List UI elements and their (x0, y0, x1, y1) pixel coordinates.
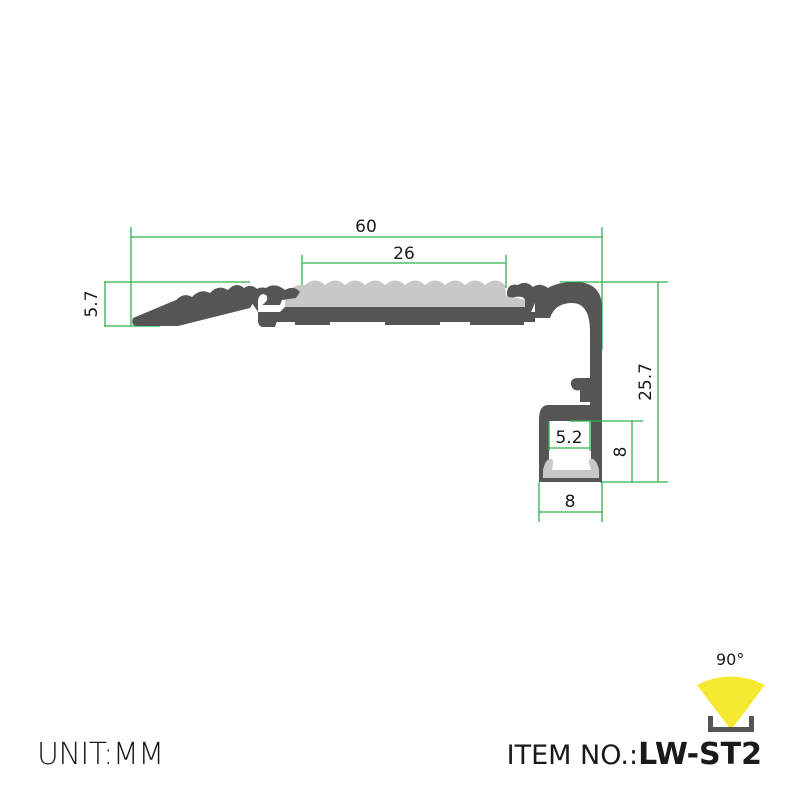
beam-angle-icon (697, 676, 765, 732)
item-code: LW-ST2 (638, 737, 762, 772)
dimension-lines (104, 227, 668, 522)
dim-total-height: 25.7 (636, 363, 656, 401)
channel-cavity (549, 421, 591, 470)
unit-label: UNIT:MM (37, 737, 164, 772)
item-prefix: ITEM NO.: (506, 740, 639, 771)
dim-channel-inner-width: 5.2 (555, 428, 582, 448)
dim-channel-height: 8 (611, 447, 631, 458)
item-number: ITEM NO.:LW-ST2 (507, 737, 762, 772)
dim-insert-width: 26 (393, 244, 415, 264)
beam-angle-label: 90° (716, 650, 745, 669)
aluminum-profile (132, 282, 602, 482)
dim-ramp-height: 5.7 (82, 290, 102, 317)
tread-insert (285, 280, 525, 307)
inner-dimension-lines (548, 420, 602, 451)
channel-diffuser (543, 458, 599, 478)
dim-channel-outer-width: 8 (565, 492, 576, 512)
dim-overall-width: 60 (355, 217, 377, 237)
